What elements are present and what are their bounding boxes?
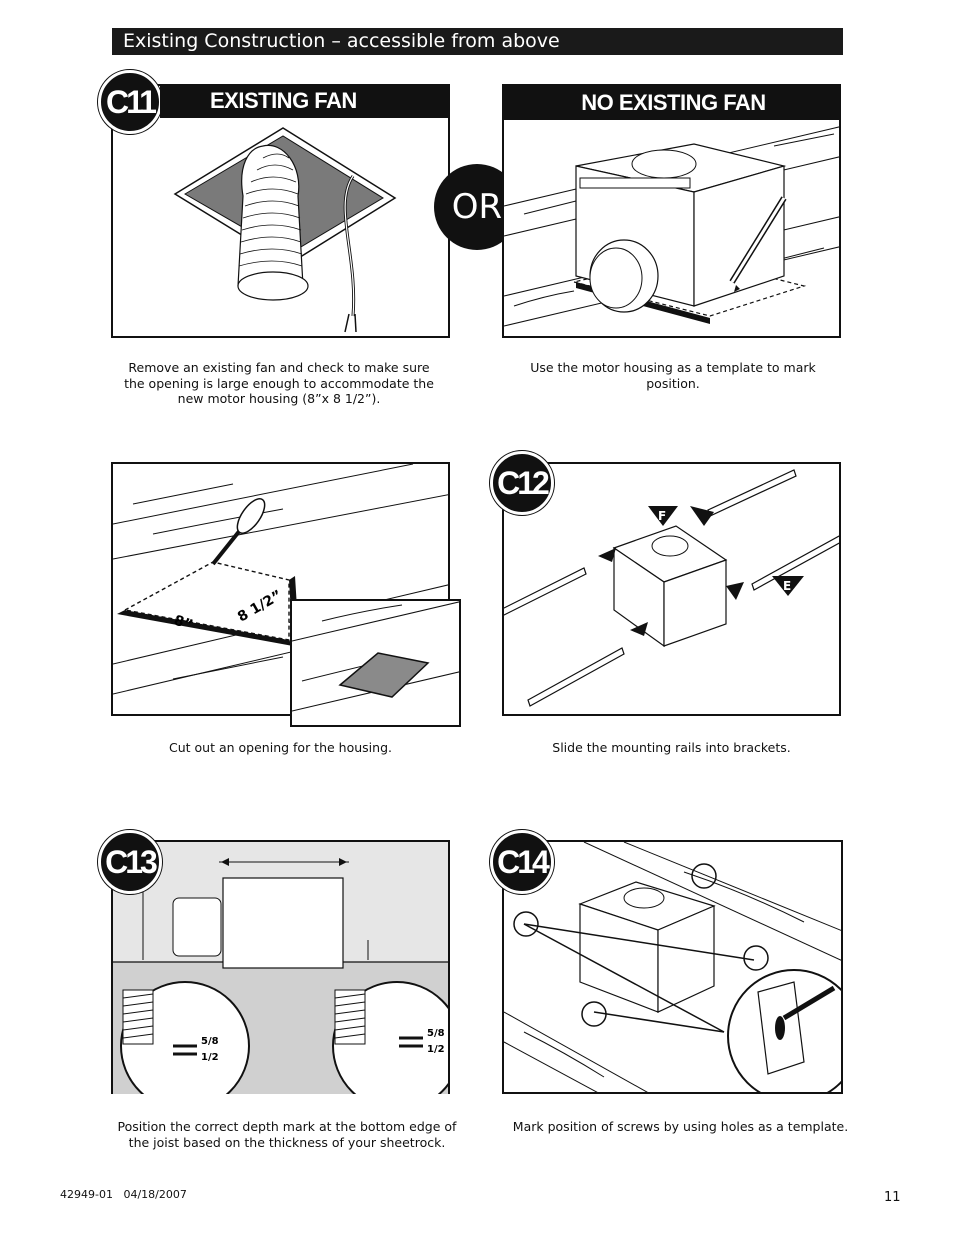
label-e: E (783, 579, 791, 593)
depth-mark-illustration: 5/8 1/2 5/8 1/2 (111, 840, 450, 1094)
no-existing-fan-title: NO EXISTING FAN (504, 86, 839, 120)
step-badge-c11: C11 (98, 70, 162, 134)
cutout-caption: Cut out an opening for the housing. (169, 740, 392, 755)
label-f: F (658, 509, 666, 523)
existing-fan-caption: Remove an existing fan and check to make… (124, 360, 434, 406)
no-existing-fan-caption: Use the motor housing as a template to m… (530, 360, 816, 391)
mark-1-2-right: 1/2 (427, 1044, 445, 1055)
mounting-rails-illustration: F E (502, 462, 841, 716)
mark-1-2-left: 1/2 (201, 1052, 219, 1063)
mounting-rails-caption: Slide the mounting rails into brackets. (552, 740, 791, 755)
document-code: 42949-01 04/18/2007 (60, 1188, 187, 1201)
no-existing-fan-illustration: NO EXISTING FAN (502, 84, 841, 338)
existing-fan-illustration (111, 84, 450, 338)
step-badge-c13: C13 (98, 830, 162, 894)
screw-position-illustration (502, 840, 843, 1094)
page-number: 11 (884, 1190, 901, 1205)
dim-8-label: 8” (172, 613, 195, 634)
section-header: Existing Construction – accessible from … (112, 28, 843, 55)
depth-mark-caption: Position the correct depth mark at the b… (117, 1119, 457, 1150)
existing-fan-title-text: EXISTING FAN (210, 88, 357, 113)
screw-position-caption: Mark position of screws by using holes a… (512, 1119, 849, 1134)
existing-fan-title: EXISTING FAN (160, 84, 450, 118)
mark-5-8-left: 5/8 (201, 1036, 219, 1047)
step-badge-c12: C12 (490, 451, 554, 515)
mark-5-8-right: 5/8 (427, 1028, 445, 1039)
step-badge-c14: C14 (490, 830, 554, 894)
cutout-inset-illustration (290, 599, 461, 727)
